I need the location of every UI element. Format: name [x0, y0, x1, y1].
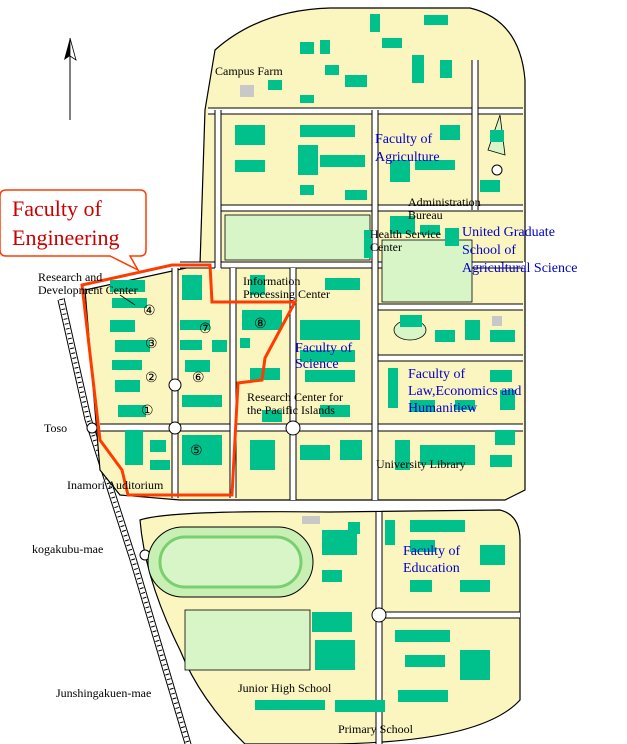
north-arrow-icon: [64, 37, 77, 120]
athletic-track: [147, 526, 314, 598]
building-number-6: ⑥: [192, 371, 205, 386]
junior-high-school-label: Junior High School: [238, 681, 332, 695]
engineering-callout: [0, 189, 147, 272]
building-number-3: ③: [145, 337, 158, 352]
railway-track: [57, 297, 192, 744]
building-number-1: ①: [141, 404, 154, 419]
building-number-4: ④: [143, 304, 156, 319]
inamori-auditorium-label: Inamori Auditorium: [67, 478, 164, 492]
research-center-pointer: [119, 294, 136, 306]
faculty-engineering-label: Faculty of Engineering: [12, 196, 120, 250]
engineering-boundary: [80, 263, 298, 497]
building-number-7: ⑦: [199, 322, 212, 337]
buildings: [110, 14, 515, 712]
primary-school-label: Primary School: [338, 722, 414, 736]
building-number-8: ⑧: [254, 317, 267, 332]
kogakubu-mae-station-label: kogakubu-mae: [32, 542, 103, 556]
roundabouts: [86, 164, 503, 623]
open-fields: [184, 114, 506, 671]
toso-station-label: Toso: [44, 421, 67, 435]
junshingakuen-mae-station-label: Junshingakuen-mae: [56, 686, 151, 700]
campus-farm-label: Campus Farm: [215, 64, 283, 78]
building-number-2: ②: [145, 371, 158, 386]
building-number-5: ⑤: [190, 444, 203, 459]
building-number-markers: ④ ③ ② ① ⑤ ⑥ ⑦ ⑧: [141, 304, 267, 459]
university-library-label: University Library: [376, 457, 466, 471]
